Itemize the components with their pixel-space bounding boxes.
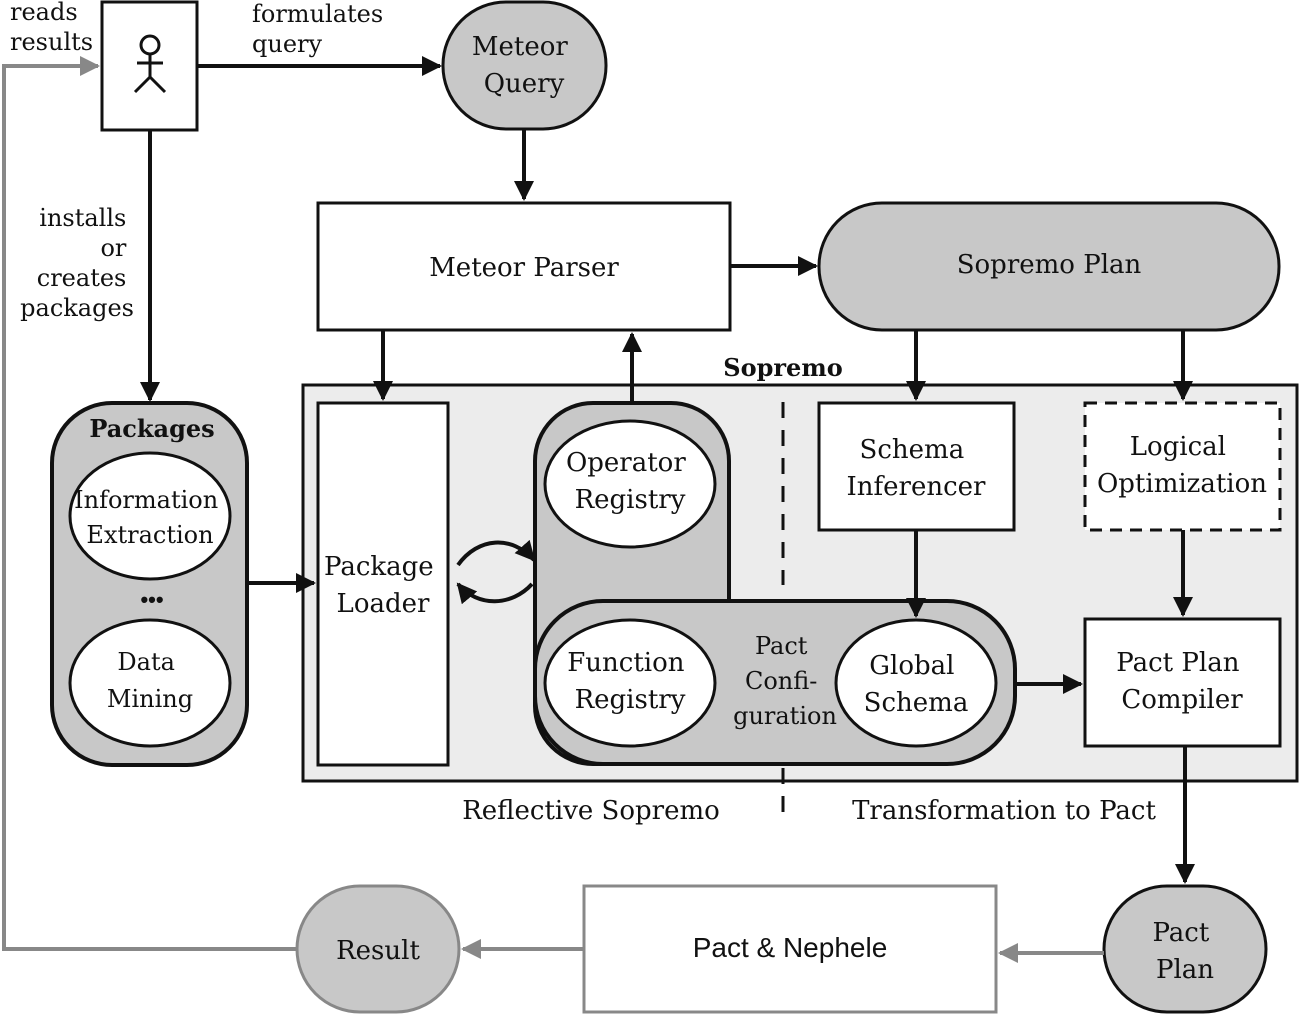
user-icon: [133, 34, 167, 94]
information-extraction-package[interactable]: [68, 451, 232, 581]
pact-plan-node[interactable]: [1102, 884, 1268, 1014]
meteor-parser-box[interactable]: [316, 201, 732, 332]
meteor-query-label: Meteor Query: [472, 32, 576, 99]
logical-optimization-label: Logical Optimization: [1097, 432, 1267, 499]
pact-configuration-label: Pact Confi- guration: [733, 632, 837, 730]
reads-results-label: reads results: [10, 0, 93, 56]
meteor-parser-label: Meteor Parser: [429, 253, 619, 283]
function-registry-node[interactable]: [543, 618, 717, 748]
packages-title: Packages: [89, 414, 214, 443]
schema-inferencer-label: Schema Inferencer: [847, 435, 987, 502]
installs-packages-label: installs or creates packages: [20, 204, 134, 322]
pact-nephele-label: Pact & Nephele: [693, 932, 888, 963]
global-schema-label: Global Schema: [864, 651, 969, 718]
operator-registry-node[interactable]: [543, 419, 717, 549]
arrow-result-to-actor: [2, 56, 297, 951]
packages-ellipsis: •••: [140, 587, 163, 612]
function-registry-label: Function Registry: [567, 648, 693, 715]
global-schema-node[interactable]: [834, 618, 998, 748]
arrow-registry-to-loader-cycle-lower: [456, 582, 534, 605]
transformation-to-pact-label: Transformation to Pact: [852, 796, 1156, 826]
package-loader-label: Package Loader: [324, 552, 442, 619]
package-loader-box[interactable]: [316, 401, 450, 767]
pact-nephele-box[interactable]: [582, 884, 998, 1014]
sopremo-label: Sopremo: [723, 353, 842, 382]
sopremo-plan-label: Sopremo Plan: [957, 250, 1142, 280]
information-extraction-label: Information Extraction: [74, 486, 226, 549]
result-label: Result: [336, 936, 420, 966]
operator-registry-label: Operator Registry: [566, 448, 694, 515]
reflective-sopremo-label: Reflective Sopremo: [462, 796, 720, 826]
pact-plan-label: Pact Plan: [1152, 918, 1217, 985]
logical-optimization-box[interactable]: [1083, 401, 1282, 532]
pact-plan-compiler-box[interactable]: [1083, 617, 1282, 748]
data-mining-label: Data Mining: [107, 648, 193, 713]
arrow-loader-to-registry-cycle-upper: [456, 539, 536, 567]
sopremo-plan-node[interactable]: [817, 201, 1281, 332]
meteor-query-node[interactable]: [441, 0, 608, 131]
pact-plan-compiler-label: Pact Plan Compiler: [1116, 648, 1247, 715]
formulates-query-label: formulates query: [252, 0, 391, 58]
schema-inferencer-box[interactable]: [817, 401, 1016, 532]
data-mining-package[interactable]: [68, 618, 232, 748]
